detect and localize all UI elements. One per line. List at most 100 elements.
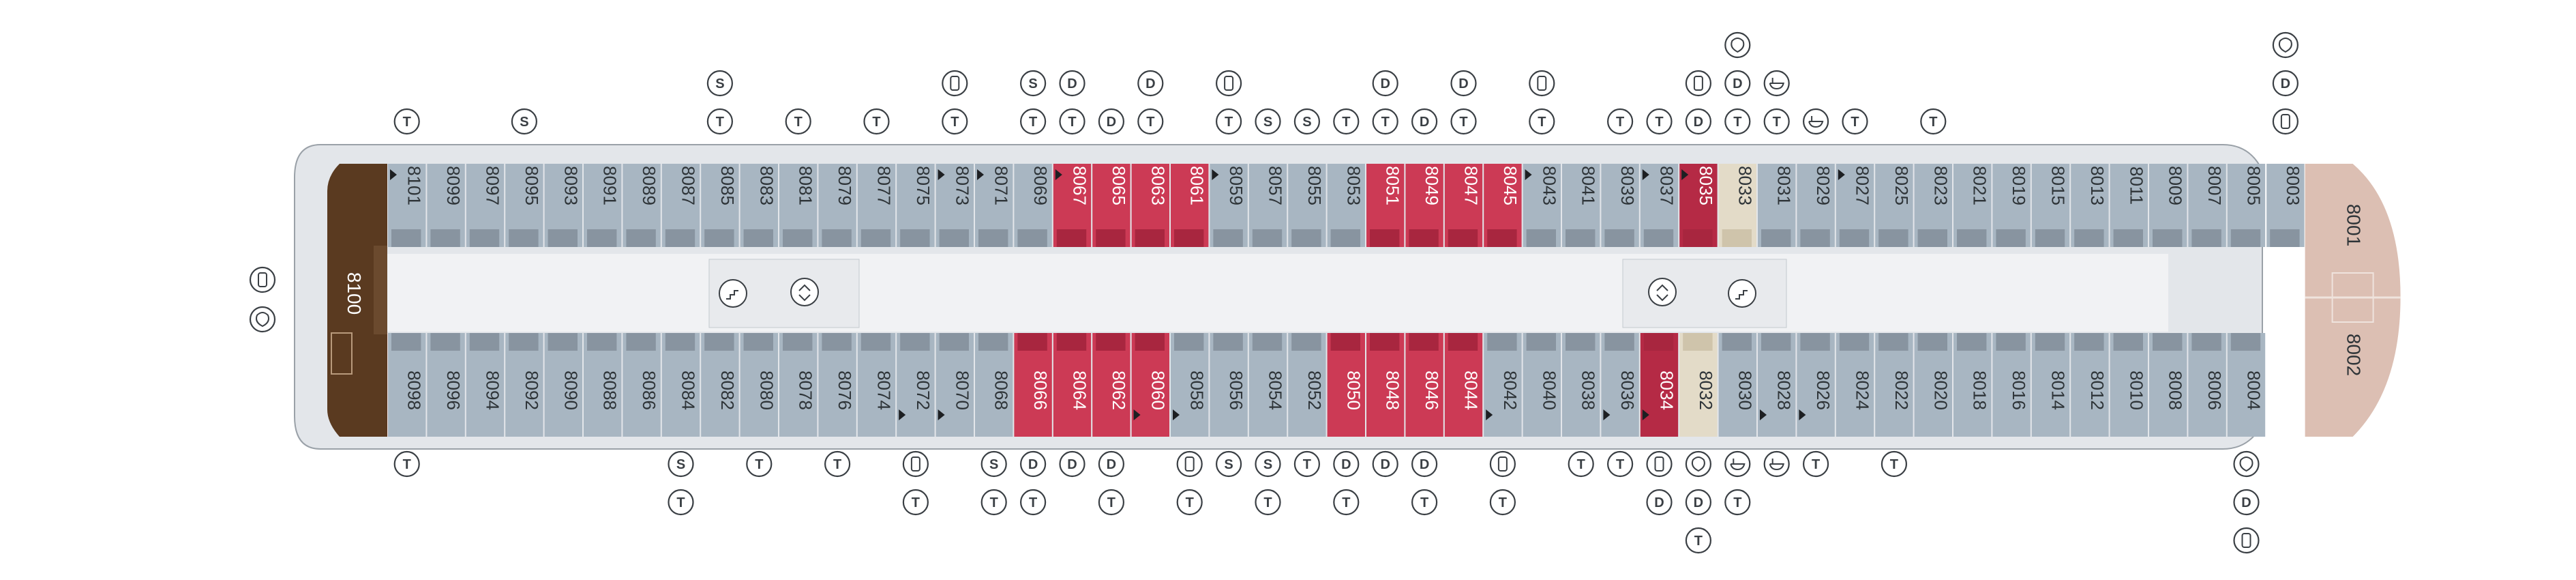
cabin-8068: 8068	[975, 333, 1013, 437]
cabin-label-8092: 8092	[522, 371, 542, 410]
cabin-label-8007: 8007	[2204, 166, 2225, 205]
cabin-bath	[978, 229, 1008, 247]
cabin-8024: 8024	[1836, 333, 1874, 437]
cabin-8089: 8089	[623, 164, 661, 247]
cabin-bath	[1252, 333, 1283, 351]
cabin-8003: 8003	[2266, 164, 2305, 247]
cabin-bath	[743, 333, 773, 351]
icon-ring	[1059, 450, 1085, 478]
cabin-bath	[391, 333, 421, 351]
twin-bed-icon: T	[393, 450, 420, 478]
double-bed-icon: D	[1411, 108, 1438, 135]
cabin-8014: 8014	[2031, 333, 2070, 437]
double-bed-icon: D	[1646, 489, 1673, 516]
icon-letter: S	[1224, 457, 1233, 472]
icon-letter: D	[1380, 457, 1390, 472]
elevator-icon-ring	[1648, 278, 1677, 306]
cabin-label-8057: 8057	[1265, 166, 1286, 205]
cabin-label-8040: 8040	[1539, 371, 1559, 410]
crib-icon	[2233, 527, 2260, 554]
cabin-label-8039: 8039	[1617, 166, 1638, 205]
elevator-icon-ring	[790, 278, 819, 306]
cabin-8046: 8046	[1405, 333, 1443, 437]
cabin-8039: 8039	[1601, 164, 1639, 247]
cabin-label-8088: 8088	[600, 371, 620, 410]
icon-ring	[1293, 450, 1321, 478]
twin-bed-icon: T	[1803, 450, 1829, 478]
icon-ring	[393, 108, 420, 135]
cabin-8010: 8010	[2110, 333, 2148, 437]
cabin-8099: 8099	[427, 164, 465, 247]
cabin-label-8002: 8002	[2343, 334, 2365, 376]
cabin-label-8037: 8037	[1657, 166, 1677, 205]
icon-ring	[2272, 108, 2298, 135]
cabin-label-8029: 8029	[1813, 166, 1833, 205]
elevator-icon	[790, 278, 819, 306]
cabin-bath	[1526, 229, 1556, 247]
cabin-label-8003: 8003	[2283, 166, 2303, 205]
cabin-bath	[1135, 333, 1165, 351]
cabin-label-8079: 8079	[835, 166, 855, 205]
icon-letter: T	[716, 115, 724, 130]
cabin-label-8044: 8044	[1461, 371, 1482, 410]
cabin-bath	[1487, 333, 1517, 351]
twin-bed-icon: T	[1333, 489, 1360, 516]
icon-letter: T	[1303, 457, 1311, 472]
cabin-bath	[509, 229, 539, 247]
cabin-bath	[1370, 333, 1400, 351]
icon-ring	[668, 450, 694, 478]
cabin-label-8033: 8033	[1735, 166, 1755, 205]
elevator-icon-arrows	[798, 284, 811, 302]
cabin-label-8089: 8089	[639, 166, 659, 205]
cabin-label-8016: 8016	[2009, 371, 2029, 410]
icon-ring	[942, 108, 968, 135]
cabin-8070: 8070	[935, 333, 974, 437]
cabin-8035: 8035	[1679, 164, 1718, 247]
cabin-8023: 8023	[1914, 164, 1952, 247]
cabin-label-8074: 8074	[874, 371, 895, 410]
cabin-8047: 8047	[1444, 164, 1483, 247]
cabin-bath	[860, 229, 891, 247]
connecting-cabin-marker	[1055, 169, 1062, 180]
cabin-bath	[1291, 333, 1321, 351]
cabin-8056: 8056	[1210, 333, 1248, 437]
stairs-icon	[719, 279, 747, 308]
cabin-label-8097: 8097	[483, 166, 503, 205]
cabin-bath	[1330, 229, 1360, 247]
cabin-8020: 8020	[1914, 333, 1952, 437]
cabin-bath	[2074, 333, 2104, 351]
icon-letter: T	[1342, 495, 1350, 510]
twin-bed-icon: T	[1411, 489, 1438, 516]
spa-glyph	[2239, 456, 2253, 472]
cabin-8063: 8063	[1131, 164, 1169, 247]
icon-letter: T	[1342, 115, 1350, 130]
icon-ring	[1685, 108, 1711, 135]
twin-bed-icon: T	[1255, 489, 1281, 516]
cabin-label-8080: 8080	[756, 371, 777, 410]
connecting-cabin-marker	[1212, 169, 1219, 180]
cabin-bath	[1957, 229, 1987, 247]
double-bed-icon: D	[1098, 450, 1125, 478]
icon-letter: D	[1420, 457, 1429, 472]
cabin-bath	[1643, 333, 1674, 351]
icon-ring	[511, 108, 538, 135]
crib-glyph	[1224, 76, 1234, 91]
twin-bed-icon: T	[1529, 108, 1555, 135]
cabin-label-8096: 8096	[443, 371, 464, 410]
cabin-8032: 8032	[1679, 333, 1718, 437]
cabin-8080: 8080	[740, 333, 778, 437]
icon-letter: T	[1068, 115, 1076, 130]
cabin-8074: 8074	[857, 333, 896, 437]
cabin-bath	[1096, 333, 1126, 351]
cabin-label-8093: 8093	[560, 166, 581, 205]
corridor	[382, 254, 2168, 332]
icon-ring	[902, 489, 929, 516]
icon-letter: T	[1029, 495, 1037, 510]
cabin-bath	[1135, 229, 1165, 247]
icon-letter: T	[1616, 115, 1624, 130]
bathtub-icon	[1763, 450, 1790, 478]
twin-bed-icon: T	[785, 108, 811, 135]
cabin-label-8099: 8099	[443, 166, 464, 205]
cabin-label-8058: 8058	[1187, 371, 1208, 410]
